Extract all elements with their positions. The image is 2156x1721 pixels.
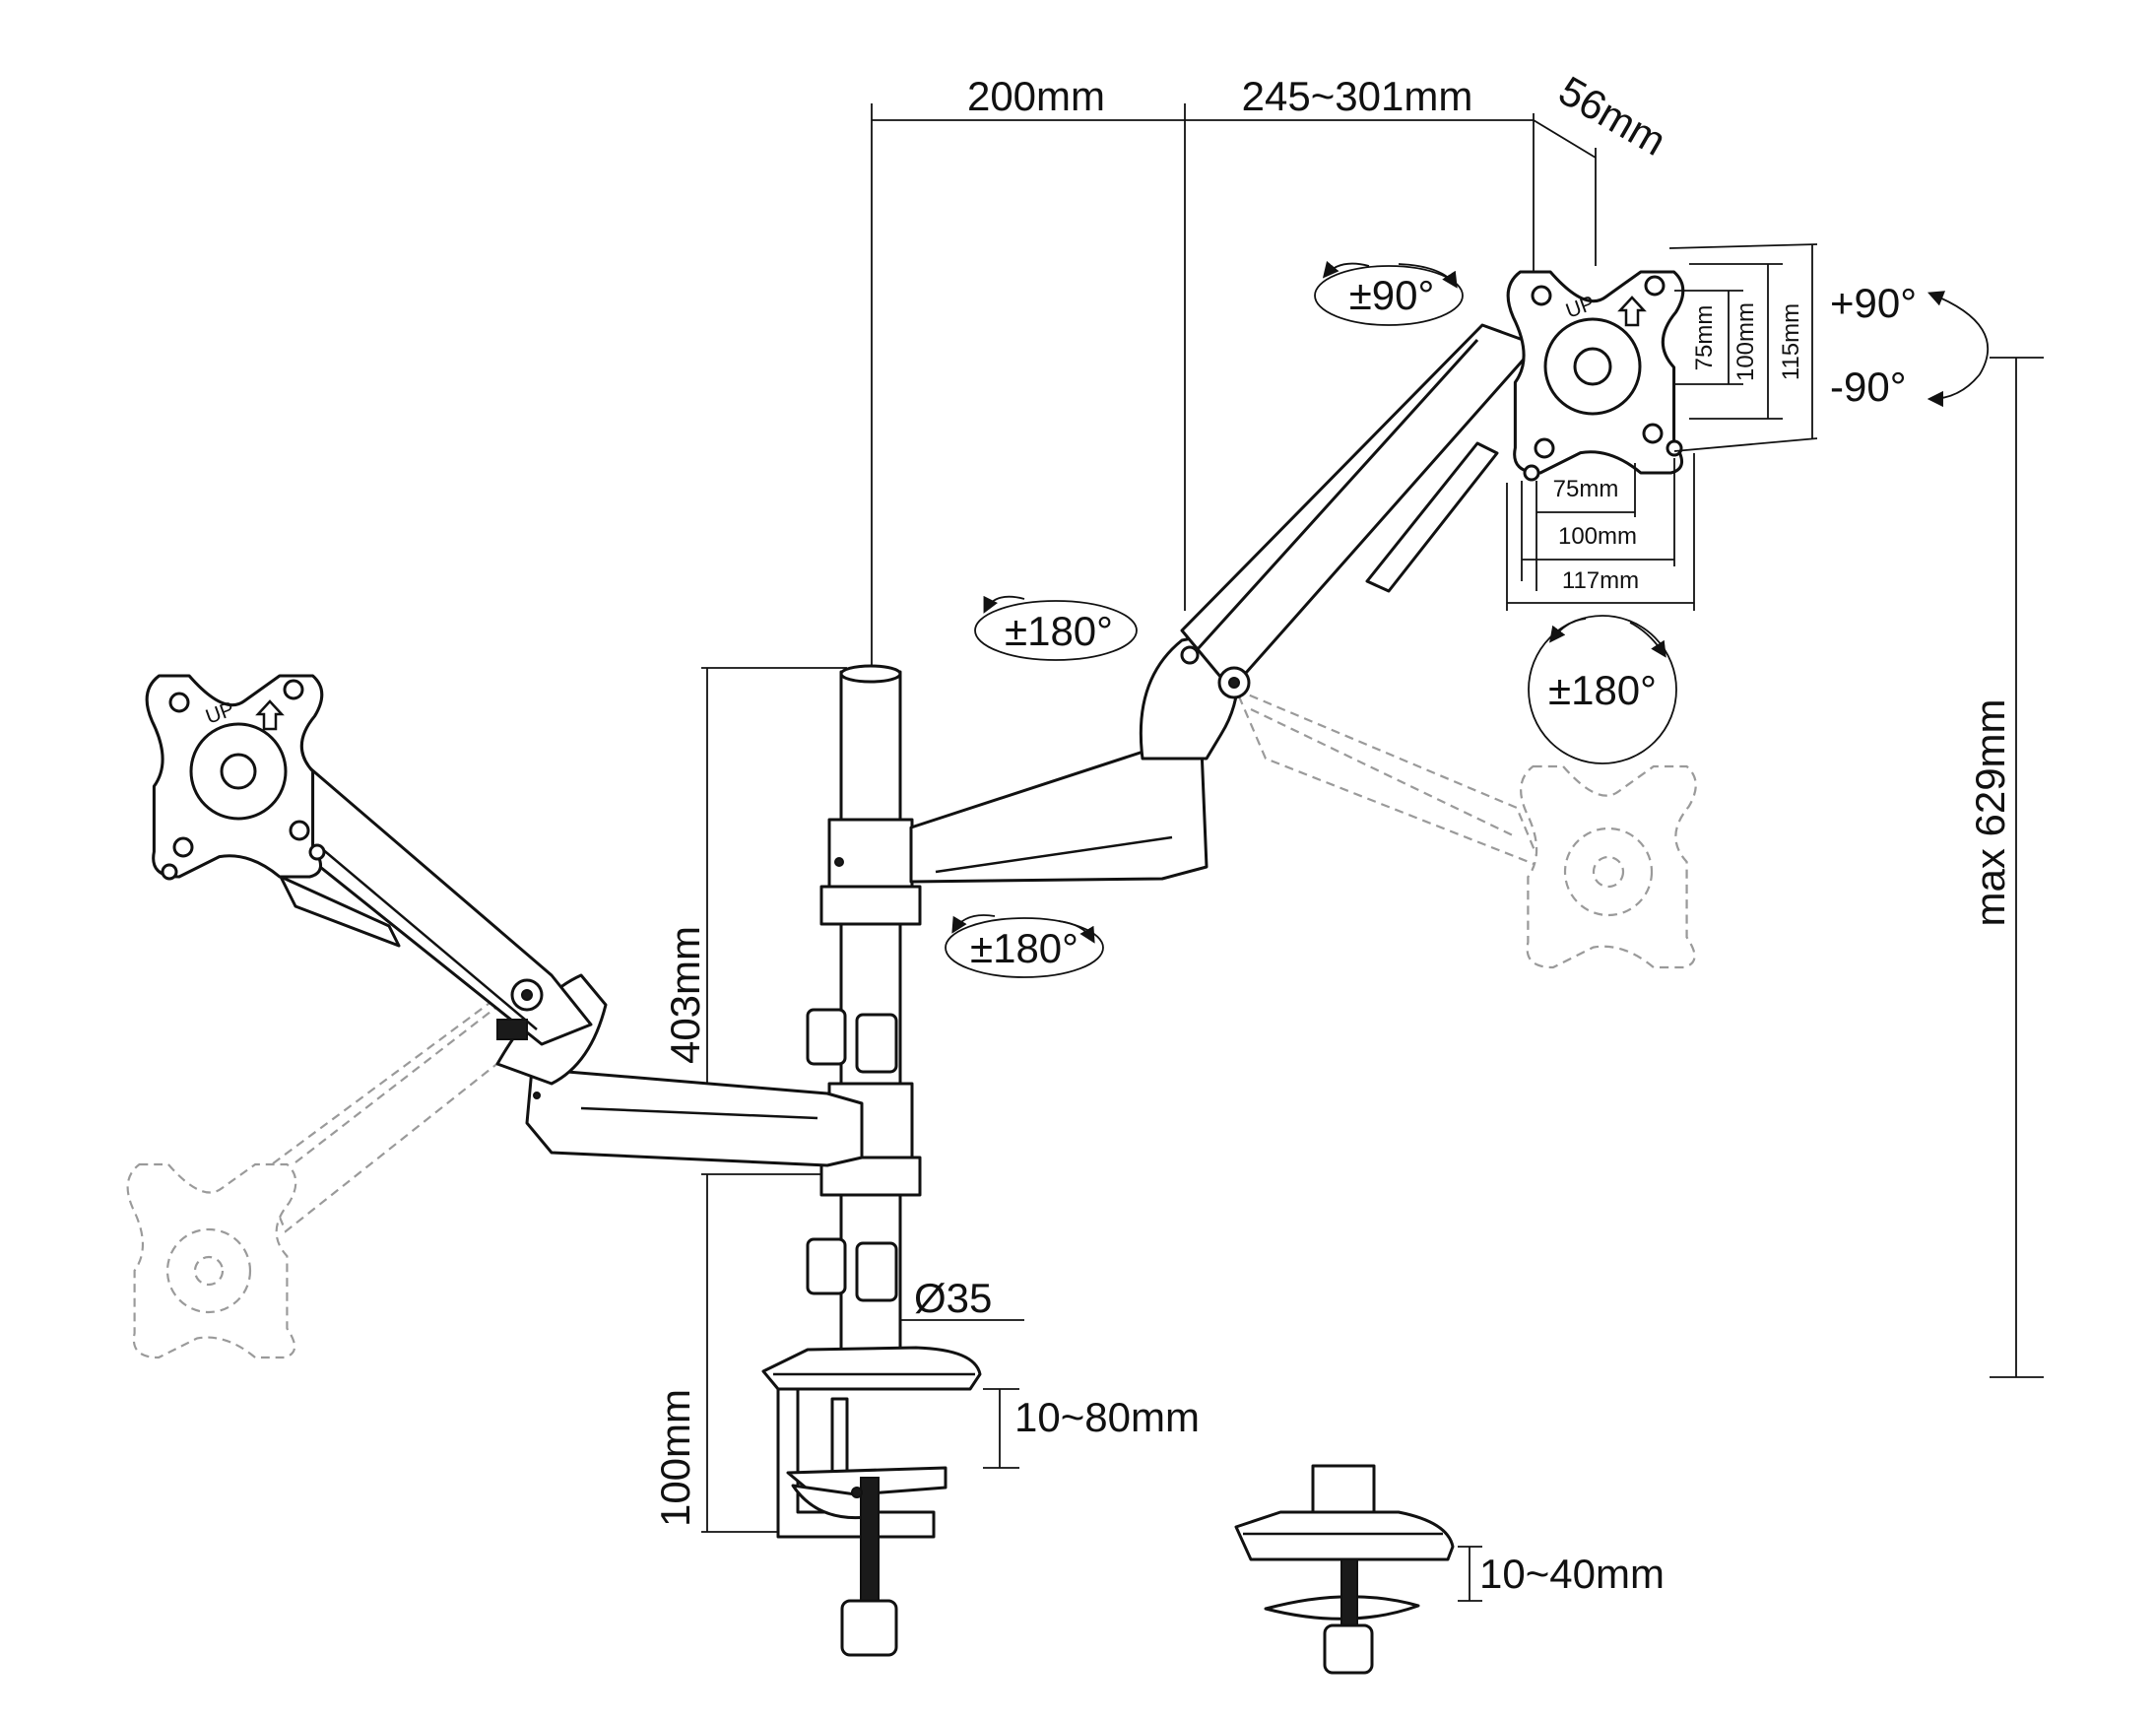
rot-side-90: ±90° [1349, 272, 1435, 318]
dim-grommet-range: 10~40mm [1479, 1551, 1665, 1597]
clamp-range-dimension [983, 1388, 1019, 1469]
vesa-v-115: 115mm [1778, 303, 1804, 380]
dim-200mm: 200mm [967, 73, 1105, 119]
vesa-h-100: 100mm [1558, 523, 1637, 550]
left-arm [279, 766, 864, 1167]
c-clamp [761, 1346, 982, 1657]
rotation-pole-indicator [945, 914, 1104, 978]
rotation-arm-indicator [974, 595, 1138, 661]
grommet-range-dimension [1458, 1546, 1482, 1602]
tilt-indicator [1927, 291, 1990, 408]
dim-max-629mm: max 629mm [1967, 698, 2013, 926]
rot-arm-180: ±180° [1005, 608, 1113, 654]
vesa-v-75: 75mm [1691, 305, 1718, 371]
top-dimension-lines [871, 103, 1597, 675]
dim-diameter: Ø35 [914, 1275, 992, 1321]
tilt-down-90: -90° [1830, 364, 1907, 410]
ghost-right-arm [1233, 687, 1697, 969]
vesa-v-100: 100mm [1732, 302, 1759, 381]
up-arrow-icon [255, 699, 285, 731]
dim-245-301mm: 245~301mm [1242, 73, 1473, 119]
vesa-h-117: 117mm [1562, 567, 1639, 594]
rot-plate-180: ±180° [1548, 667, 1657, 713]
tilt-up-90: +90° [1830, 280, 1917, 326]
ghost-left-arm [126, 973, 549, 1359]
pole [806, 664, 922, 1363]
grommet-base [1234, 1464, 1455, 1675]
dim-403mm: 403mm [662, 926, 708, 1064]
up-arrow-icon [1617, 296, 1647, 327]
rotation-plate-indicator [1528, 615, 1677, 764]
vesa-h-75: 75mm [1553, 476, 1619, 502]
dim-56mm: 56mm [1551, 67, 1674, 165]
vesa-dimension-lines [1506, 243, 1818, 611]
dim-100mm: 100mm [652, 1389, 698, 1527]
dim-clamp-range: 10~80mm [1014, 1394, 1200, 1440]
max-height-line [1990, 357, 2044, 1378]
right-vesa-plate [1506, 270, 1685, 482]
left-vesa-plate [145, 674, 326, 881]
rotation-side-tilt-indicator [1314, 260, 1464, 326]
rot-pole-180: ±180° [970, 925, 1078, 971]
